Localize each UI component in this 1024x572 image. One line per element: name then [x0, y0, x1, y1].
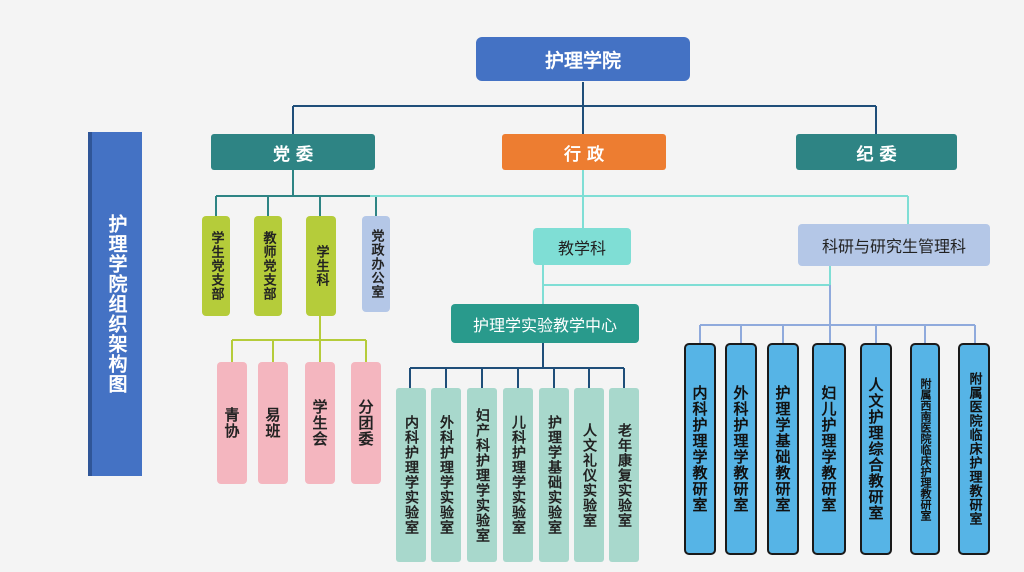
- office-humanities-nursing: 人文护理综合教研室: [860, 343, 892, 555]
- volunteer-association: 青协: [217, 362, 247, 484]
- student-union: 学生会: [305, 362, 335, 484]
- lab-nursing-basics: 护理学基础实验室: [539, 388, 569, 562]
- office-surgical: 外科护理学教研室: [725, 343, 757, 555]
- party-committee: 党 委: [211, 134, 375, 170]
- student-party-branch: 学生党支部: [202, 216, 230, 316]
- lab-pediatrics: 儿科护理学实验室: [503, 388, 533, 562]
- student-affairs-section: 学生科: [306, 216, 336, 316]
- youth-league-branch: 分团委: [351, 362, 381, 484]
- side-title: 护理学院组织架构图: [88, 132, 142, 476]
- lab-internal-medicine: 内科护理学实验室: [396, 388, 426, 562]
- root-node: 护理学院: [476, 37, 690, 81]
- office-internal-medicine: 内科护理学教研室: [684, 343, 716, 555]
- office-nursing-basics: 护理学基础教研室: [767, 343, 799, 555]
- lab-teaching-center: 护理学实验教学中心: [451, 304, 639, 343]
- office-affiliated-hospital: 附属医院临床护理教研室: [958, 343, 990, 555]
- party-admin-office: 党政办公室: [362, 216, 390, 312]
- teaching-section: 教学科: [533, 228, 631, 265]
- lab-humanities-etiquette: 人文礼仪实验室: [574, 388, 604, 562]
- office-southwest-hospital: 附属西南医院临床护理教研室: [910, 343, 940, 555]
- office-maternal-child: 妇儿护理学教研室: [812, 343, 846, 555]
- teacher-party-branch: 教师党支部: [254, 216, 282, 316]
- lab-obstetrics: 妇产科护理学实验室: [467, 388, 497, 562]
- yiban: 易班: [258, 362, 288, 484]
- lab-geriatric-rehab: 老年康复实验室: [609, 388, 639, 562]
- research-graduate-section: 科研与研究生管理科: [798, 224, 990, 266]
- discipline-committee: 纪 委: [796, 134, 957, 170]
- lab-surgical: 外科护理学实验室: [431, 388, 461, 562]
- administration: 行 政: [502, 134, 666, 170]
